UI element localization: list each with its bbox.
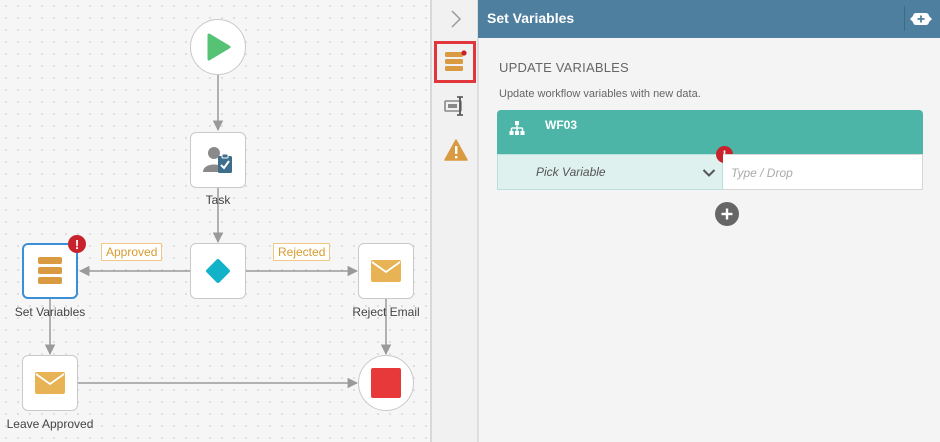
plus-icon <box>721 208 733 220</box>
database-icon <box>445 50 467 71</box>
email-icon <box>35 372 65 394</box>
decision-node[interactable] <box>190 243 246 299</box>
pick-variable-dropdown[interactable]: Pick Variable <box>497 154 723 190</box>
warning-icon <box>444 139 468 161</box>
set-variables-node[interactable] <box>22 243 78 299</box>
stop-icon <box>371 368 401 398</box>
properties-panel: Set Variables UPDATE VARIABLES Update wo… <box>478 0 940 442</box>
email-icon <box>371 260 401 282</box>
variable-card-header: WF03 <box>497 110 923 154</box>
task-node[interactable] <box>190 132 246 188</box>
variable-value-field <box>723 154 923 190</box>
collapse-panel-button[interactable] <box>441 4 471 34</box>
play-icon <box>207 33 231 61</box>
workflow-name: WF03 <box>545 118 578 132</box>
start-node[interactable] <box>190 19 246 75</box>
set-variables-error-badge: ! <box>68 235 86 253</box>
workflow-canvas[interactable]: Task Approved Rejected ! Set Variables R… <box>0 0 430 442</box>
user-task-icon <box>203 147 232 173</box>
stop-node[interactable] <box>358 355 414 411</box>
database-icon <box>38 257 62 284</box>
leave-approved-node[interactable] <box>22 355 78 411</box>
panel-title: Set Variables <box>487 10 575 26</box>
reject-email-label: Reject Email <box>352 305 420 319</box>
variable-resize-icon <box>444 96 463 116</box>
section-description: Update workflow variables with new data. <box>499 88 701 100</box>
variables-tab[interactable] <box>441 91 471 121</box>
warnings-tab[interactable] <box>441 135 471 165</box>
chevron-right-icon <box>451 10 462 28</box>
workflow-hierarchy-icon <box>509 121 525 135</box>
rejected-edge-label: Rejected <box>273 243 331 261</box>
diamond-icon <box>206 259 230 283</box>
task-label: Task <box>205 193 231 207</box>
leave-approved-label: Leave Approved <box>6 417 94 431</box>
expand-panel-button[interactable] <box>904 6 936 31</box>
panel-divider[interactable] <box>430 0 432 442</box>
settings-tab[interactable] <box>434 41 476 83</box>
connectors <box>44 75 392 389</box>
panel-header: Set Variables <box>478 0 940 38</box>
panel-body: UPDATE VARIABLES Update workflow variabl… <box>478 38 940 442</box>
section-title: UPDATE VARIABLES <box>499 60 629 75</box>
reject-email-node[interactable] <box>358 243 414 299</box>
pick-variable-label: Pick Variable <box>536 165 606 179</box>
expand-arrows-icon <box>909 12 932 25</box>
panel-tab-column <box>432 0 478 442</box>
variable-row: Pick Variable ! <box>497 146 923 190</box>
set-variables-label: Set Variables <box>14 305 86 319</box>
variable-card: WF03 Pick Variable ! <box>497 110 923 190</box>
approved-edge-label: Approved <box>101 243 163 261</box>
chevron-down-icon <box>702 169 716 177</box>
type-drop-input[interactable] <box>731 163 911 183</box>
add-variable-button[interactable] <box>715 202 739 226</box>
